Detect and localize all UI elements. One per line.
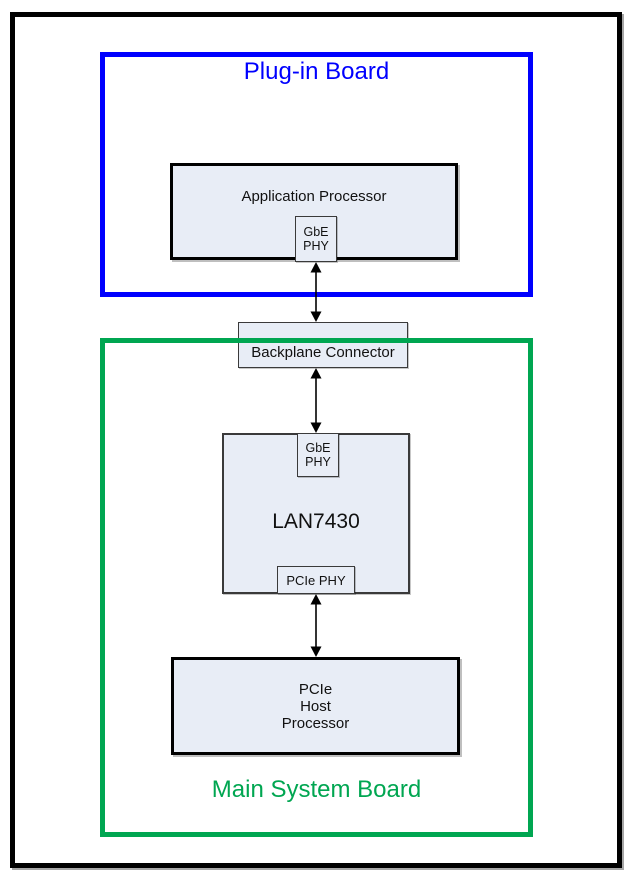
pcie-host-processor-label-line1: PCIe	[298, 680, 333, 698]
backplane-connector-label: Backplane Connector	[251, 344, 395, 361]
bidirectional-arrow-lan7430-to-host	[310, 594, 322, 657]
gbe-phy-box-plug-in: GbE PHY	[295, 216, 337, 262]
bidirectional-arrow-backplane-to-lan7430	[310, 368, 322, 433]
main-system-board-label: Main System Board	[211, 776, 422, 803]
bidirectional-arrow-gbe-to-backplane	[310, 262, 322, 322]
pcie-phy-box: PCIe PHY	[277, 566, 355, 594]
outer-border	[10, 12, 622, 868]
lan7430-label: LAN7430	[272, 510, 360, 533]
pcie-host-processor-label-line3: Processor	[281, 714, 350, 732]
pcie-host-processor-box: PCIe Host Processor	[171, 657, 460, 755]
gbe-phy-lan7430-label-line1: GbE	[305, 441, 331, 455]
application-processor-label: Application Processor	[241, 188, 387, 205]
pcie-phy-label: PCIe PHY	[286, 572, 346, 588]
gbe-phy-lan7430-label-line2: PHY	[305, 455, 331, 469]
gbe-phy-box-lan7430: GbE PHY	[297, 433, 339, 477]
gbe-phy-plug-in-label-line1: GbE	[303, 225, 329, 239]
gbe-phy-plug-in-label-line2: PHY	[303, 239, 329, 253]
main-system-board-outline	[100, 338, 533, 837]
pcie-host-processor-label-line2: Host	[300, 697, 331, 715]
plug-in-board-outline	[100, 52, 533, 297]
plug-in-board-label: Plug-in Board	[243, 58, 390, 85]
backplane-connector-box: Backplane Connector	[238, 322, 408, 368]
